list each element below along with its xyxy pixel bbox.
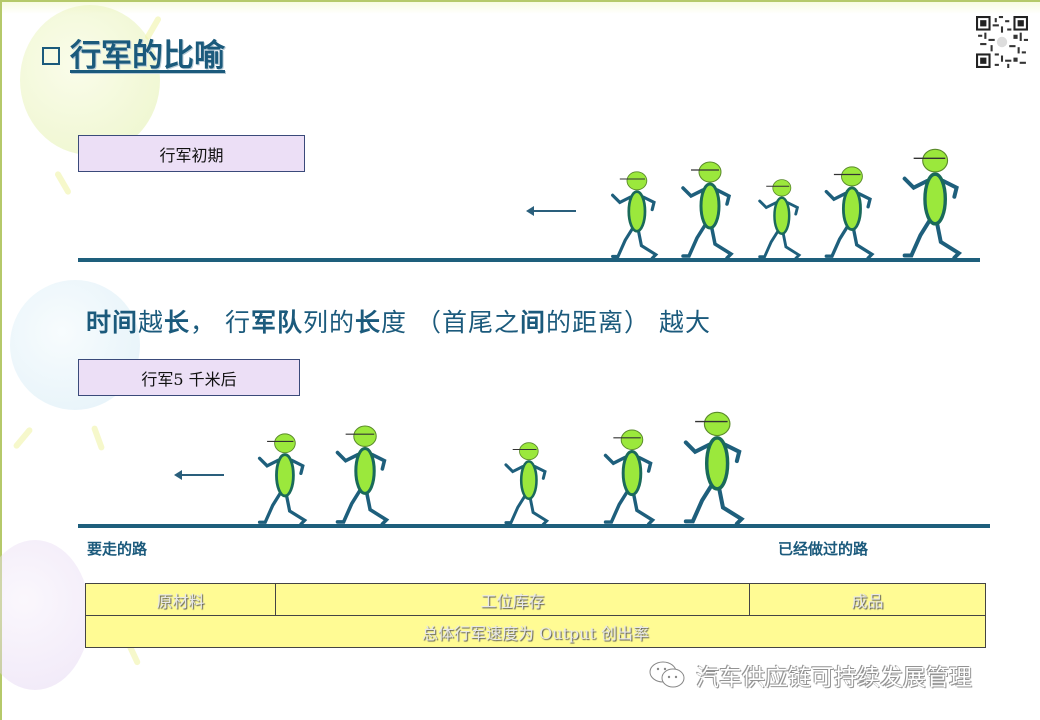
stage-label-initial: 行军初期 [78,135,305,172]
stage-label-after-5km: 行军5 千米后 [78,359,300,396]
statement-part: 列的 [303,308,356,337]
statement-part: 长 [355,308,382,337]
walker-figure [824,165,874,260]
road-label-behind: 已经做过的路 [778,540,869,558]
walker-figure [603,428,655,526]
decor-balloon-purple [0,540,90,690]
walker-figure [758,178,801,260]
key-statement: 时间越长， 行军队列的长度 （首尾之间的距离） 越大 [86,303,711,339]
table-row: 总体行军速度为 Output 创出率 [85,615,986,648]
square-outline-icon [42,46,60,65]
stage-label-initial-text: 行军初期 [159,145,224,165]
walker-figure [611,170,658,260]
slide-frame-left [0,0,2,720]
slide-frame-top [0,0,1040,2]
statement-part: 长 [164,308,191,337]
road-after-5km [78,524,990,528]
stage-label-after-5km-text: 行军5 千米后 [141,369,237,389]
statement-part: 的距离） 越大 [546,308,711,337]
table-row: 原材料 工位库存 成品 [85,583,986,616]
qr-code-icon [976,16,1028,68]
statement-part: 间 [520,308,547,337]
road-label-ahead: 要走的路 [87,540,148,558]
table-cell-raw-materials: 原材料 [85,583,276,616]
statement-part: 越 [138,308,165,337]
inventory-table: 原材料 工位库存 成品 总体行军速度为 Output 创出率 [85,583,986,648]
statement-part: 军队 [251,308,304,337]
statement-part: ， 行 [190,308,251,337]
walker-figure [682,410,750,526]
slide-frame-glow [0,2,1040,14]
table-cell-overall-speed: 总体行军速度为 Output 创出率 [85,615,986,648]
walker-figure [902,147,961,260]
walker-figure [504,441,549,526]
road-initial [78,258,980,262]
decor-ray [53,170,73,196]
decor-ray [12,426,34,450]
arrow-left-icon [174,470,224,480]
walker-figure [681,160,733,260]
table-cell-wip-inventory: 工位库存 [275,583,750,616]
watermark: 汽车供应链可持续发展管理 [648,658,972,692]
page-title-text: 行军的比喻 [70,38,225,74]
wechat-icon [649,661,685,688]
table-cell-finished-goods: 成品 [749,583,986,616]
watermark-text: 汽车供应链可持续发展管理 [696,665,972,691]
statement-part: 度 （首尾之 [381,308,520,337]
decor-ray [90,424,106,452]
statement-part: 时间 [86,308,139,337]
page-title: 行军的比喻 [42,30,225,75]
walker-figure [257,432,307,526]
arrow-left-icon [526,206,576,216]
walker-figure [335,424,389,526]
decor-balloon-green [20,5,160,155]
